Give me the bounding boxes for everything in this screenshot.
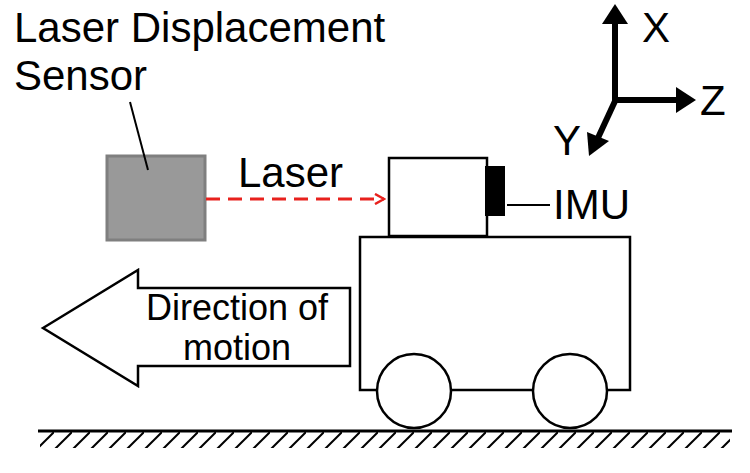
wheel xyxy=(533,354,607,428)
sensor-label: Laser Displacement Sensor xyxy=(14,4,414,100)
ground-hatching xyxy=(40,431,730,448)
axis-label: X xyxy=(642,4,670,52)
axes xyxy=(587,4,696,156)
axis-label: Y xyxy=(553,117,581,165)
wheel xyxy=(377,354,451,428)
cart-top-box xyxy=(389,158,487,236)
ground-line xyxy=(38,430,732,433)
direction-arrow: Direction of motion xyxy=(40,268,352,388)
imu-block xyxy=(485,166,505,216)
leader-line xyxy=(130,102,148,170)
axis-label: Z xyxy=(700,77,726,125)
arrow-text: Direction of motion xyxy=(124,288,350,368)
imu-label: IMU xyxy=(553,181,630,229)
leader-line xyxy=(507,204,550,206)
sensor-box xyxy=(107,156,205,240)
text-holder: Direction of motion xyxy=(124,288,350,368)
laser-beam xyxy=(206,198,384,201)
laser-label: Laser xyxy=(238,149,343,197)
